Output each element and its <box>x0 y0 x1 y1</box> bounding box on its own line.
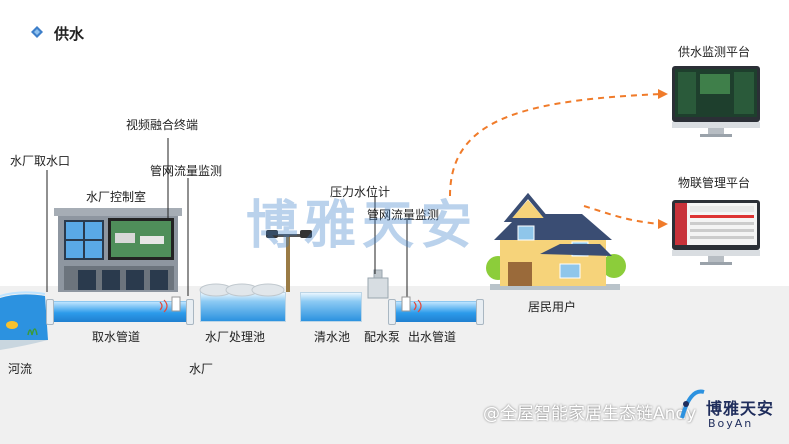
label-pipe-flow-monitor: 管网流量监测 <box>150 164 223 178</box>
label-river: 河流 <box>8 362 33 376</box>
outlet-pipe <box>392 301 480 322</box>
label-clear-water-tank: 清水池 <box>314 330 351 344</box>
plant-icon <box>27 328 38 336</box>
label-intake-pipe: 取水管道 <box>92 330 141 344</box>
watermark: 博雅天安 <box>246 196 479 256</box>
label-water-intake: 水厂取水口 <box>10 154 71 168</box>
label-water-plant: 水厂 <box>189 362 214 376</box>
intake-pipe <box>50 301 190 322</box>
label-pressure-gauge: 压力水位计 <box>330 185 391 199</box>
label-pipe-flow-monitor: 管网流量监测 <box>367 208 440 222</box>
label-control-room: 水厂控制室 <box>86 190 147 204</box>
label-outlet-pipe: 出水管道 <box>408 330 457 344</box>
logo-name: 博雅天安 <box>706 399 775 418</box>
pipe-flange <box>186 299 194 325</box>
label-residential-user: 居民用户 <box>528 300 577 314</box>
pipe-flange <box>388 299 396 325</box>
page-title: 供水 <box>54 25 85 43</box>
label-supply-monitor-platform: 供水监测平台 <box>678 45 751 59</box>
label-iot-platform: 物联管理平台 <box>678 176 751 190</box>
footer-credit: @全屋智能家居生态链Andy <box>483 404 697 424</box>
diamond-icon <box>31 26 43 38</box>
pipe-flange <box>46 299 54 325</box>
label-video-terminal: 视频融合终端 <box>126 118 199 132</box>
label-distribution-pump: 配水泵 <box>364 330 401 344</box>
label-treatment-tank: 水厂处理池 <box>205 330 266 344</box>
fish-icon <box>6 321 18 329</box>
logo-sub: BoyAn <box>708 417 754 430</box>
clear-water-tank <box>300 292 362 322</box>
pipe-flange <box>476 299 484 325</box>
